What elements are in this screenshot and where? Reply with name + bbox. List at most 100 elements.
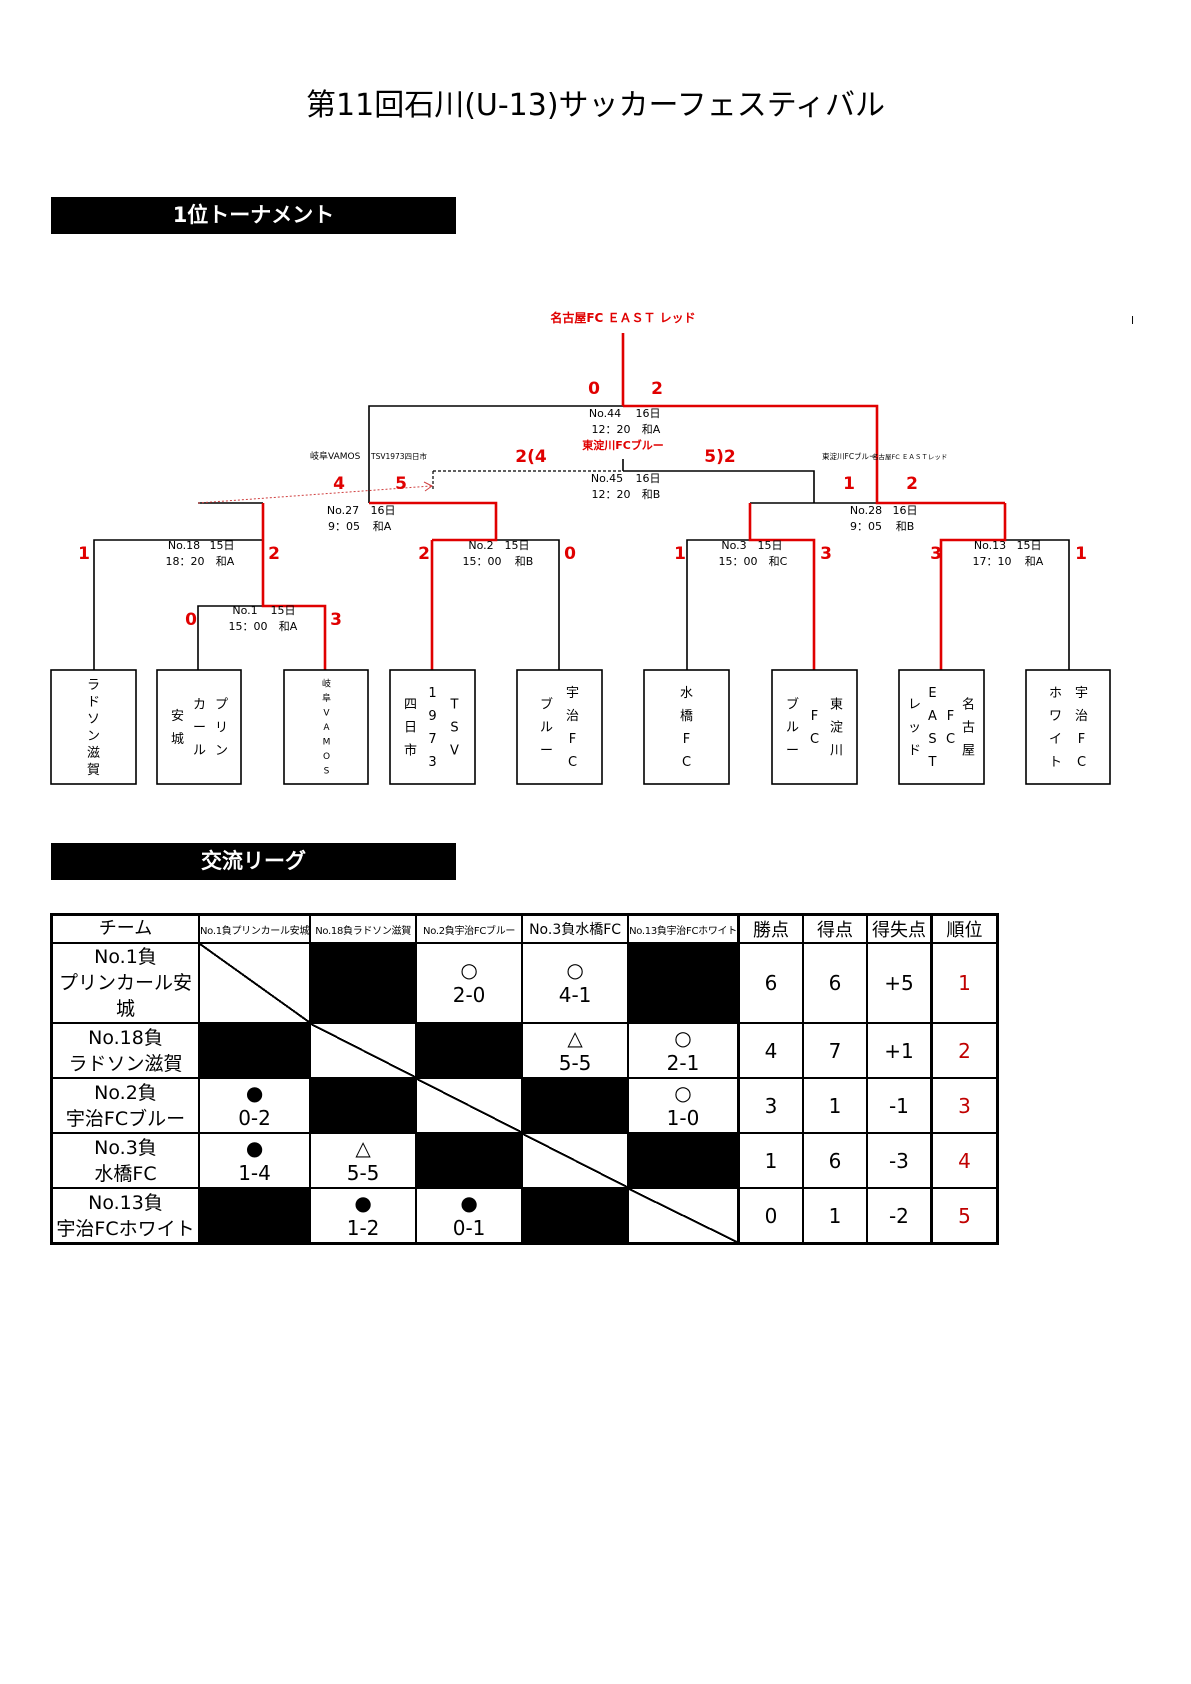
team-name-char: 日 [404, 720, 417, 735]
team-name-char: 9 [428, 709, 436, 724]
score: 1 [78, 544, 90, 564]
match-field: 和A [1025, 555, 1044, 568]
league-heading: 交流リーグ [51, 843, 456, 880]
match-day: 16日 [636, 407, 661, 420]
league-goals: 6 [801, 942, 868, 1024]
team-name-char: 古 [962, 720, 975, 735]
team-label: No.13負 [88, 1191, 163, 1214]
result-cell: ○2-1 [627, 1022, 740, 1079]
team-name-char: A [928, 709, 937, 724]
team-name-char: T [928, 755, 937, 770]
match-field: 和A [216, 555, 235, 568]
team-name-char: C [568, 755, 577, 770]
team-name-char: T [450, 697, 459, 712]
blank-cell [415, 1132, 524, 1189]
team-name-char: 名 [962, 696, 975, 712]
semi-label: 東淀川FCブルー [822, 451, 877, 461]
self-cell [415, 1077, 524, 1134]
match-day: 16日 [893, 504, 918, 517]
league-header-row: チーム No.1負プリンカール安城 No.18負ラドソン滋賀 No.2負宇治FC… [50, 913, 999, 944]
header-team: チーム [50, 913, 200, 944]
result-score: 2-0 [452, 983, 486, 1007]
team-name-char: 川 [830, 743, 843, 758]
team-name-char: 1 [428, 686, 436, 701]
team-name-char: ラ [87, 678, 100, 693]
score: 0 [588, 379, 600, 399]
league-points: 1 [736, 1132, 804, 1189]
result-score: 0-2 [238, 1105, 271, 1130]
match-field: 和A [642, 423, 661, 436]
match-field: 和A [279, 620, 298, 633]
score: 5)2 [704, 447, 735, 467]
team-name: 水橋FC [94, 1162, 157, 1185]
semi-label: TSV1973四日市 [370, 451, 428, 461]
league-goals: 6 [801, 1132, 868, 1189]
team-name-char: C [682, 755, 691, 770]
team-name-char: ル [540, 720, 553, 735]
team-name-char: ン [87, 729, 100, 744]
match-no: No.3 [721, 539, 746, 552]
match-winner: 東淀川FCブルー [582, 438, 664, 452]
team-name-char: ッ [908, 720, 921, 735]
team-name-char: ン [215, 743, 228, 758]
team-name-char: V [450, 743, 459, 758]
league-points: 6 [736, 942, 804, 1024]
tournament-heading: 1位トーナメント [51, 197, 456, 234]
result-mark: ● [354, 1190, 372, 1215]
league-points: 0 [736, 1187, 804, 1245]
team-name-char: 東 [830, 696, 843, 712]
stray-mark: l [1131, 314, 1134, 327]
result-mark: ● [460, 1190, 478, 1215]
team-name-char: A [323, 723, 330, 733]
result-score: 4-1 [558, 983, 592, 1007]
result-cell: ○2-0 [415, 942, 524, 1024]
team-name-char: O [323, 752, 330, 762]
team-name-char: 滋 [87, 746, 100, 761]
match-time: 9：05 [850, 520, 882, 533]
header-opponent: No.3負水橋FC [521, 913, 630, 944]
team-label: No.18負 [88, 1026, 163, 1049]
league-rank: 3 [929, 1077, 999, 1134]
result-cell: ○4-1 [521, 942, 630, 1024]
match-day: 16日 [636, 472, 661, 485]
team-name-char: ブ [540, 696, 553, 712]
league-team: No.3負水橋FC [50, 1132, 200, 1189]
match-field: 和A [373, 520, 392, 533]
header-diff: 得失点 [865, 913, 933, 944]
team-name-char: 岐 [322, 677, 331, 689]
score: 3 [930, 544, 942, 564]
result-cell: △5-5 [521, 1022, 630, 1079]
team-name-char: 7 [428, 732, 436, 747]
team-name-char: プ [215, 697, 228, 712]
team-name-char: 宇 [566, 686, 579, 701]
team-name-char: S [324, 767, 330, 777]
team-name-char: F [947, 709, 954, 724]
header-rank: 順位 [929, 913, 999, 944]
header-opponent: No.1負プリンカール安城 [197, 913, 312, 944]
match-no: No.1 [232, 604, 257, 617]
blank-cell [521, 1187, 630, 1245]
score: 3 [330, 610, 342, 630]
match-day: 15日 [505, 539, 530, 552]
league-rank: 5 [929, 1187, 999, 1245]
team-name-char: V [323, 708, 330, 718]
team-label: No.1負 [94, 946, 157, 968]
team-name-char: 橋 [680, 709, 693, 724]
match-day: 15日 [1017, 539, 1042, 552]
result-cell: ○1-0 [627, 1077, 740, 1134]
match-time: 12：20 [592, 488, 631, 501]
result-mark: △ [567, 1025, 583, 1050]
result-cell: ●1-2 [309, 1187, 418, 1245]
team-name-char: S [450, 720, 458, 735]
match-time: 15：00 [229, 620, 268, 633]
match-no: No.28 [850, 504, 882, 517]
team-name-char: S [928, 732, 936, 747]
result-cell: ●1-4 [197, 1132, 312, 1189]
team-name-char: F [569, 732, 576, 747]
result-score: 1-2 [346, 1215, 380, 1240]
team-name-char: ー [786, 743, 799, 758]
self-cell [197, 942, 312, 1024]
